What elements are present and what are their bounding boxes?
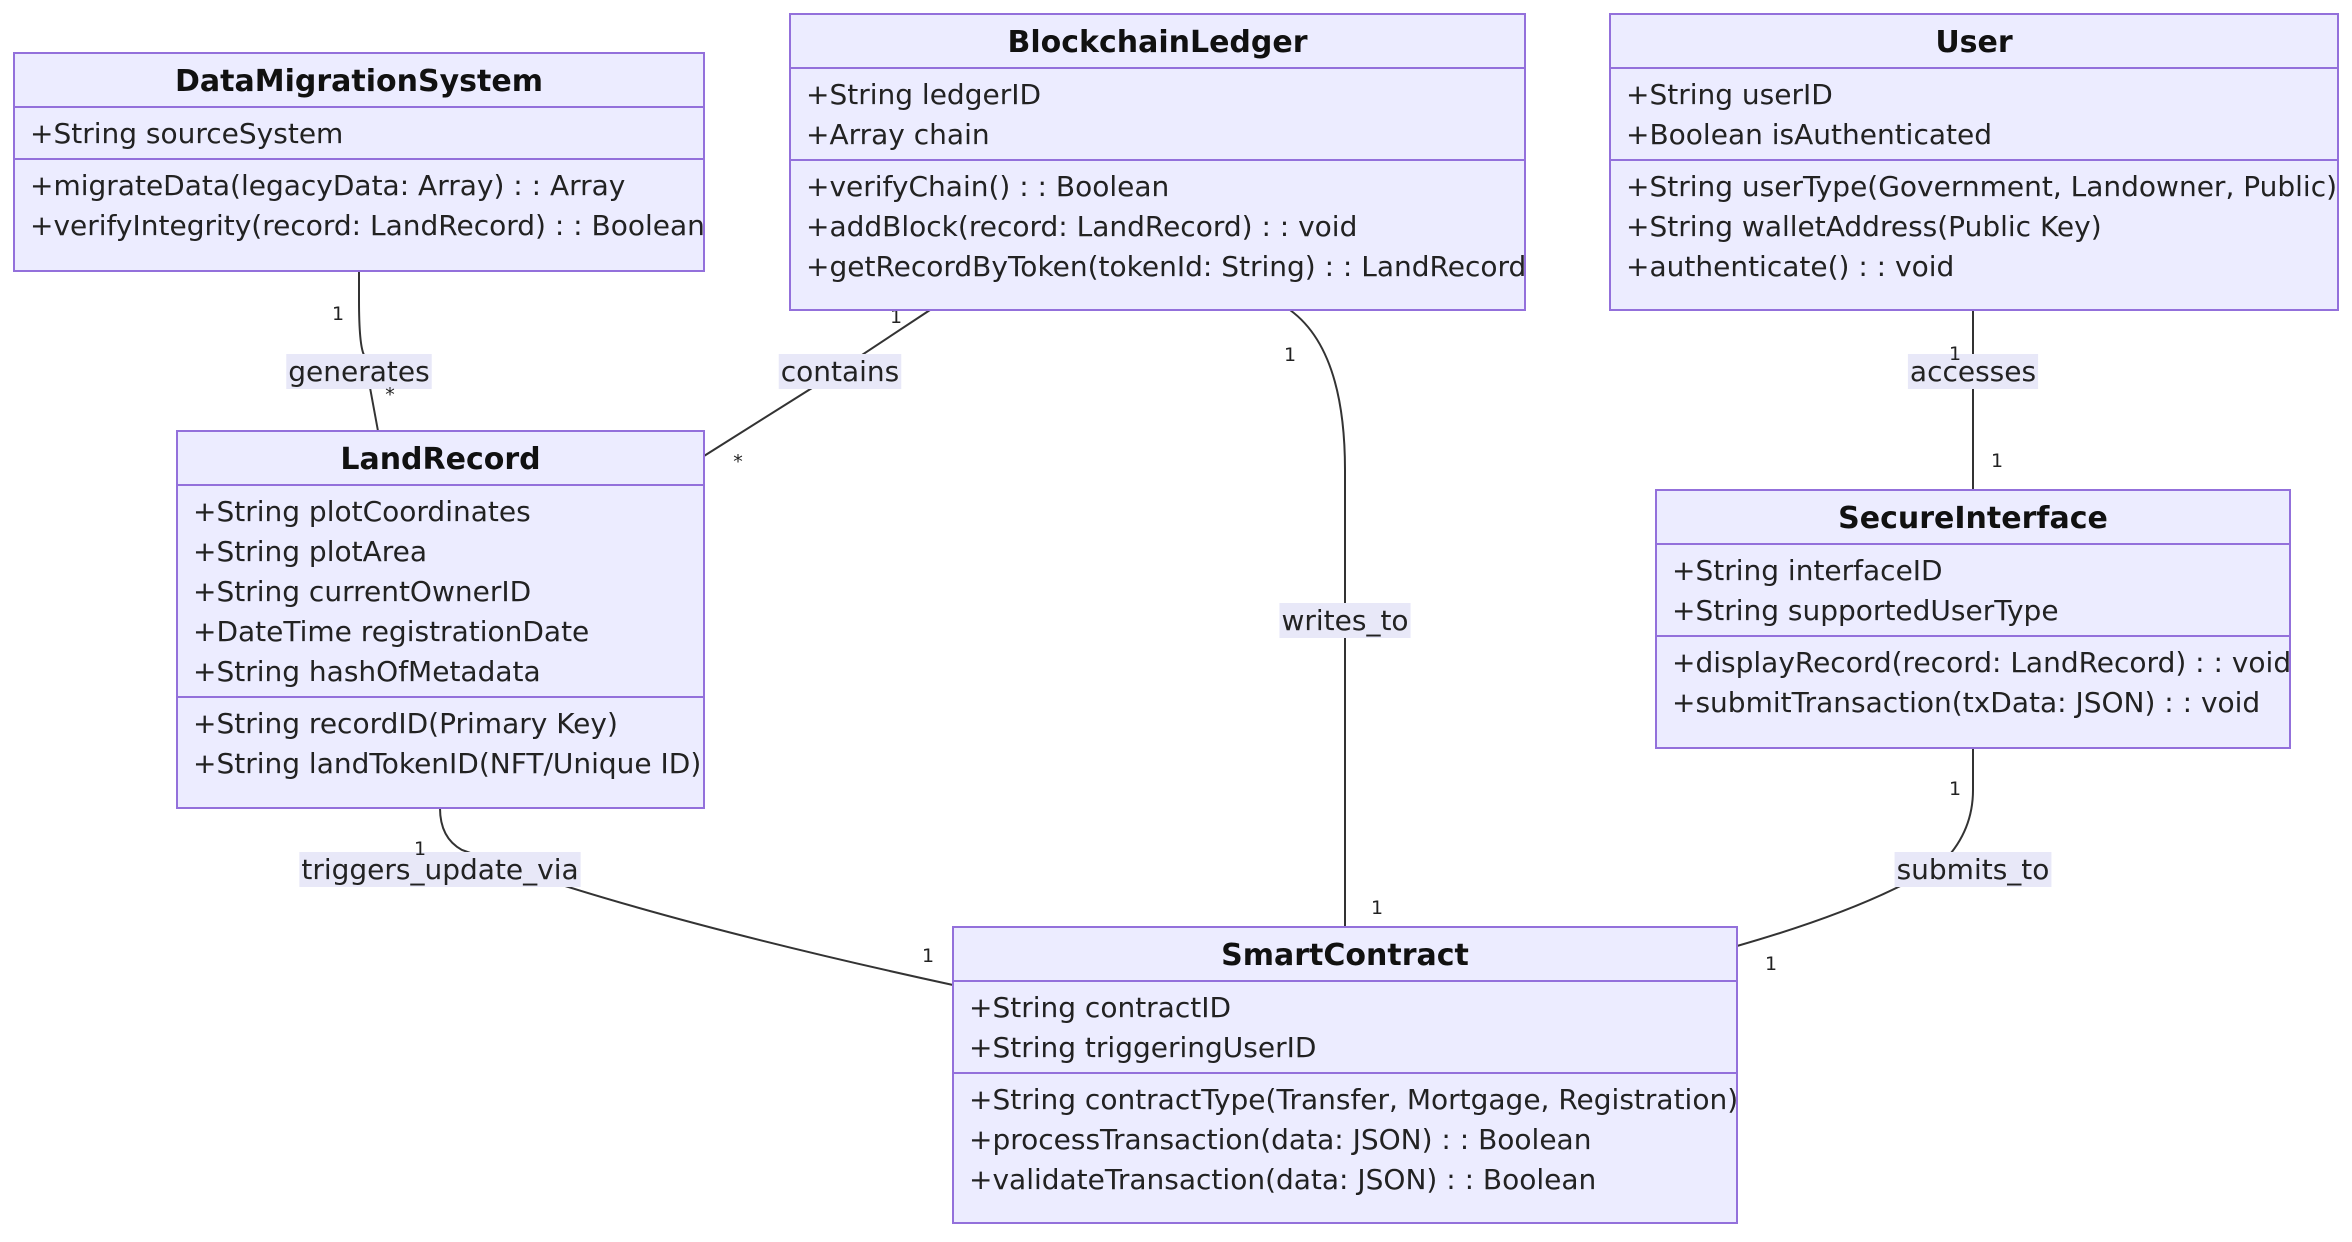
class-attribute: +Array chain [806, 118, 990, 151]
class-attribute: +String supportedUserType [1672, 594, 2059, 627]
multiplicity-target: 1 [1991, 450, 2003, 472]
class-attribute: +String currentOwnerID [193, 575, 531, 608]
class-name: DataMigrationSystem [175, 64, 543, 99]
class-attribute: +Boolean isAuthenticated [1626, 118, 1992, 151]
class-user[interactable]: User +String userID +Boolean isAuthenticat… [1609, 13, 2339, 311]
class-secureinterface[interactable]: SecureInterface +String interfaceID +Strin… [1655, 489, 2291, 749]
class-box [1609, 13, 2339, 311]
relation-label-background [1894, 852, 2052, 887]
relation-generates: generates 1 * [286, 303, 432, 406]
relation-label-background [299, 852, 581, 887]
relation-label: contains [781, 355, 900, 388]
relation-label: submits_to [1897, 853, 2050, 886]
multiplicity-target: * [385, 384, 395, 406]
multiplicity-source: 1 [414, 838, 426, 860]
class-attribute: +String plotCoordinates [193, 495, 531, 528]
class-name: LandRecord [340, 442, 540, 477]
class-box [13, 52, 705, 272]
classes-layer: DataMigrationSystem +String sourceSystem +… [13, 13, 2339, 1224]
class-attribute: +String hashOfMetadata [193, 655, 541, 688]
class-landrecord[interactable]: LandRecord +String plotCoordinates +String… [176, 430, 705, 809]
relation-line-writes-to [1289, 309, 1346, 927]
multiplicity-source: 1 [890, 306, 902, 328]
relation-label: writes_to [1281, 604, 1408, 637]
relation-label: generates [288, 355, 429, 388]
relation-submits-to: submits_to 1 1 [1765, 778, 2052, 975]
class-smartcontract[interactable]: SmartContract +String contractID +String t… [952, 926, 1738, 1224]
relation-line-generates [358, 271, 379, 432]
relation-writes-to: writes_to 1 1 [1279, 344, 1411, 919]
class-method: +authenticate() : : void [1626, 250, 1954, 283]
relation-label-background [778, 354, 902, 389]
class-blockchainledger[interactable]: BlockchainLedger +String ledgerID +Array c… [789, 13, 1526, 311]
class-method: +String userType(Government, Landowner, … [1626, 170, 2337, 203]
class-attribute: +String userID [1626, 78, 1833, 111]
class-attribute: +String ledgerID [806, 78, 1041, 111]
class-method: +submitTransaction(txData: JSON) : : voi… [1672, 686, 2260, 719]
multiplicity-source: 1 [332, 303, 344, 325]
class-method: +displayRecord(record: LandRecord) : : v… [1672, 646, 2291, 679]
relation-label-background [1279, 603, 1411, 638]
class-method: +verifyChain() : : Boolean [806, 170, 1169, 203]
multiplicity-source: 1 [1949, 343, 1961, 365]
class-method: +verifyIntegrity(record: LandRecord) : :… [30, 209, 705, 242]
class-method: +String walletAddress(Public Key) [1626, 210, 2102, 243]
multiplicity-target: 1 [1765, 953, 1777, 975]
relation-contains: contains 1 * [733, 306, 902, 473]
class-method: +migrateData(legacyData: Array) : : Arra… [30, 169, 625, 202]
relation-line-triggers-update-via [439, 807, 954, 986]
class-datamigrationsystem[interactable]: DataMigrationSystem +String sourceSystem +… [13, 52, 705, 272]
multiplicity-target: 1 [922, 945, 934, 967]
multiplicity-target: 1 [1371, 897, 1383, 919]
relation-label: triggers_update_via [301, 853, 578, 886]
class-attribute: +String interfaceID [1672, 554, 1943, 587]
class-attribute: +String plotArea [193, 535, 427, 568]
relation-label: accesses [1910, 355, 2036, 388]
class-box [176, 430, 705, 809]
class-name: SecureInterface [1838, 501, 2108, 536]
class-method: +String landTokenID(NFT/Unique ID) [193, 747, 701, 780]
class-attribute: +DateTime registrationDate [193, 615, 589, 648]
class-attribute: +String triggeringUserID [969, 1031, 1316, 1064]
class-attribute: +String contractID [969, 991, 1231, 1024]
relation-line-submits-to [1736, 748, 1974, 947]
class-name: User [1935, 25, 2013, 60]
class-attribute: +String sourceSystem [30, 117, 343, 150]
class-box [1655, 489, 2291, 749]
relation-label-background [286, 354, 432, 389]
class-method: +validateTransaction(data: JSON) : : Boo… [969, 1163, 1596, 1196]
class-method: +addBlock(record: LandRecord) : : void [806, 210, 1357, 243]
class-method: +processTransaction(data: JSON) : : Bool… [969, 1123, 1591, 1156]
class-name: BlockchainLedger [1007, 25, 1307, 60]
multiplicity-target: * [733, 451, 743, 473]
multiplicity-source: 1 [1284, 344, 1296, 366]
class-method: +String contractType(Transfer, Mortgage,… [969, 1083, 1738, 1116]
class-method: +getRecordByToken(tokenId: String) : : L… [806, 250, 1526, 283]
class-box [952, 926, 1738, 1224]
class-method: +String recordID(Primary Key) [193, 707, 618, 740]
relation-labels-layer: generates1*contains1*writes_to11accesses… [286, 303, 2052, 975]
relation-label-background [1907, 354, 2039, 389]
class-name: SmartContract [1221, 938, 1469, 973]
multiplicity-source: 1 [1949, 778, 1961, 800]
class-box [789, 13, 1526, 311]
